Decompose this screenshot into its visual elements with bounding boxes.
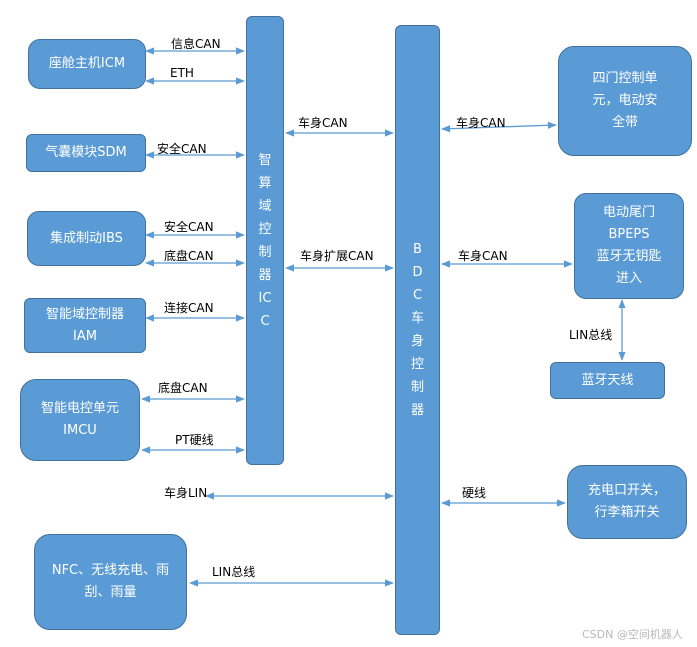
label-bdc-tail: 车身CAN xyxy=(458,249,508,263)
sdm-label: 气囊模块SDM xyxy=(45,145,127,160)
label-icm-eth: ETH xyxy=(170,66,194,80)
label-ibs-safe: 安全CAN xyxy=(164,220,214,234)
label-body-lin: 车身LIN xyxy=(164,486,208,500)
label-imcu-chassis: 底盘CAN xyxy=(158,381,208,395)
door-box: 四门控制单 元，电动安 全带 xyxy=(558,46,692,156)
watermark: CSDN @空间机器人 xyxy=(582,628,683,641)
ibs-label: 集成制动IBS xyxy=(50,230,123,246)
sdm-box: 气囊模块SDM xyxy=(26,134,146,172)
bt-box: 蓝牙天线 xyxy=(550,362,665,399)
label-icc-bdc-ext: 车身扩展CAN xyxy=(300,249,374,263)
imcu-box: 智能电控单元 IMCU xyxy=(20,379,140,461)
door-label: 四门控制单 元，电动安 全带 xyxy=(592,71,658,130)
label-tail-bt: LIN总线 xyxy=(569,328,613,342)
icc-label: 智算域控制器ICC xyxy=(258,152,272,329)
label-iam-conn: 连接CAN xyxy=(164,301,214,315)
label-nfc-lin: LIN总线 xyxy=(212,565,256,579)
label-bdc-charge: 硬线 xyxy=(462,486,487,500)
label-imcu-pt: PT硬线 xyxy=(175,433,214,447)
charge-box: 充电口开关， 行李箱开关 xyxy=(567,465,687,539)
icm-label: 座舱主机ICM xyxy=(48,56,126,71)
label-icc-bdc-body: 车身CAN xyxy=(298,116,348,130)
label-sdm-safe: 安全CAN xyxy=(157,142,207,156)
bt-label: 蓝牙天线 xyxy=(581,372,634,388)
label-icm-info: 信息CAN xyxy=(171,37,221,51)
tail-label: 电动尾门 BPEPS 蓝牙无钥匙 进入 xyxy=(596,205,662,286)
tail-box: 电动尾门 BPEPS 蓝牙无钥匙 进入 xyxy=(574,193,684,299)
icm-box: 座舱主机ICM xyxy=(28,39,146,89)
charge-label: 充电口开关， 行李箱开关 xyxy=(587,483,666,520)
imcu-label: 智能电控单元 IMCU xyxy=(40,401,119,438)
label-bdc-door: 车身CAN xyxy=(456,116,506,130)
nfc-label: NFC、无线充电、雨 刮、雨量 xyxy=(51,563,170,600)
iam-box: 智能域控制器 IAM xyxy=(24,298,146,353)
ibs-box: 集成制动IBS xyxy=(27,211,146,266)
nfc-box: NFC、无线充电、雨 刮、雨量 xyxy=(34,534,187,630)
arrow-bdc-door xyxy=(441,121,557,133)
bdc-box: BDC车身控制器 xyxy=(395,25,440,635)
iam-label: 智能域控制器 IAM xyxy=(45,306,124,344)
label-ibs-chassis: 底盘CAN xyxy=(164,249,214,263)
icc-box: 智算域控制器ICC xyxy=(246,16,284,465)
bdc-label: BDC车身控制器 xyxy=(410,242,424,418)
